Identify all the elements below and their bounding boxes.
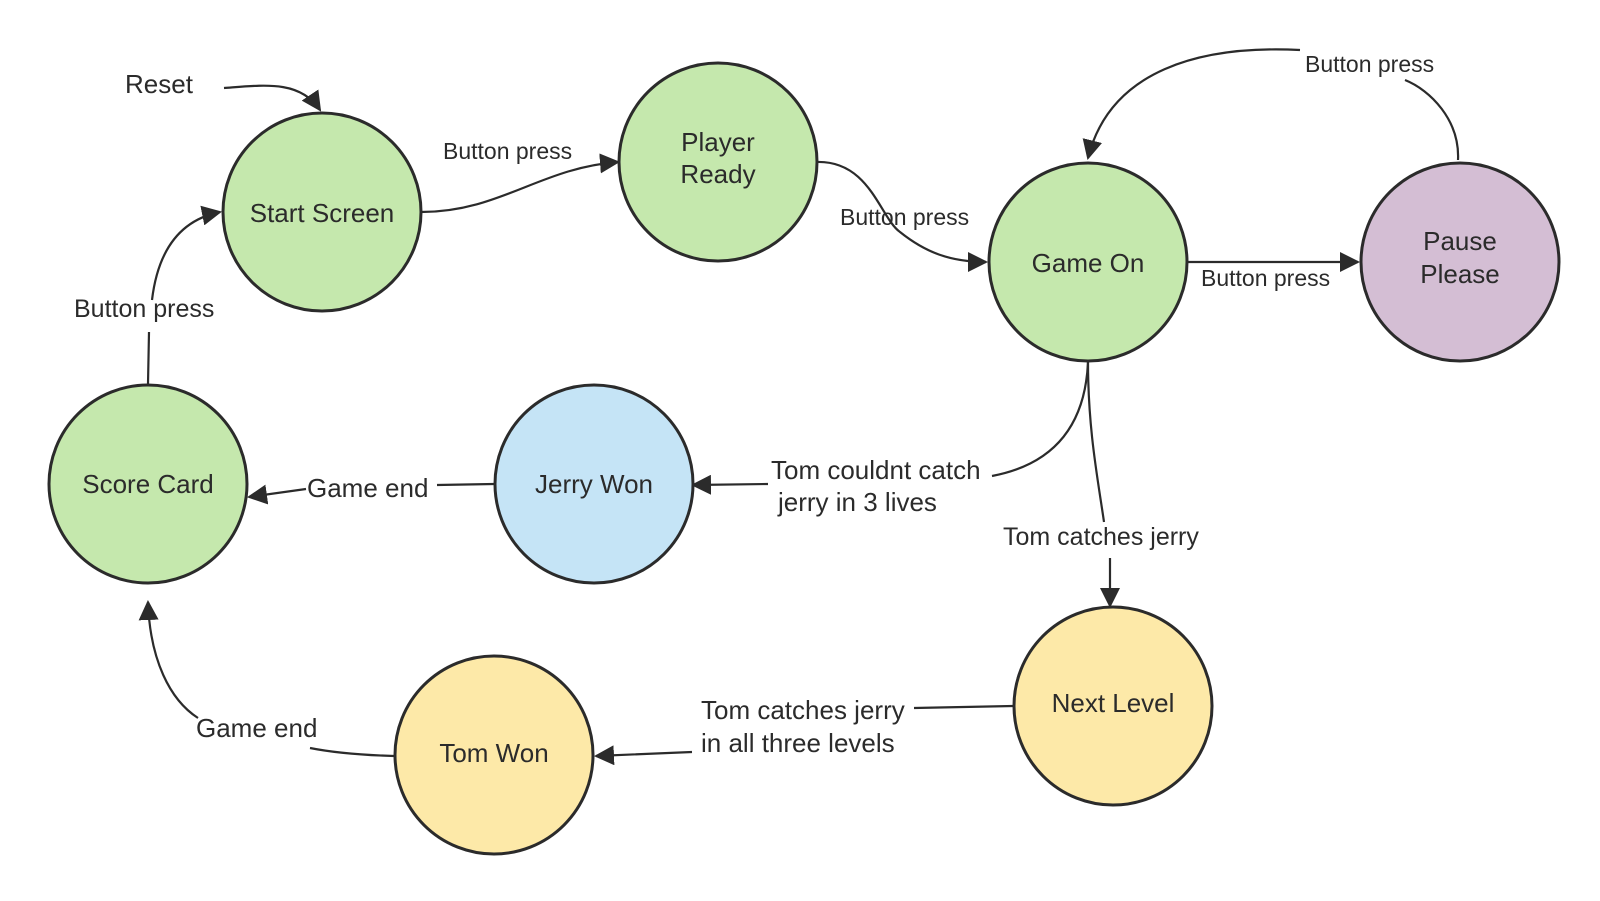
state-tom-won-label: Tom Won [439, 738, 548, 768]
label-next-to-tom-line2: in all three levels [701, 728, 895, 758]
label-game-to-pause: Button press [1201, 265, 1330, 291]
state-jerry-won-circle [493, 383, 695, 585]
state-player-ready: Player Ready [617, 61, 819, 263]
label-score-to-start: Button press [74, 295, 214, 323]
edge-labels: Reset Button press Button press Button p… [74, 51, 1434, 758]
state-next-level-label: Next Level [1052, 688, 1175, 718]
label-next-to-tom-line1: Tom catches jerry [701, 695, 905, 725]
label-start-to-ready: Button press [443, 138, 572, 164]
state-pause-please-circle [1359, 161, 1561, 363]
state-tom-won-circle [393, 654, 595, 856]
state-tom-won: Tom Won [393, 654, 595, 856]
state-score-card-label: Score Card [82, 469, 214, 499]
label-game-to-jerry-line1: Tom couldnt catch [771, 455, 981, 485]
edge-jerry-to-score [249, 484, 495, 497]
state-score-card-circle [47, 383, 249, 585]
edge-score-to-start [146, 212, 220, 385]
edge-next-to-tom [596, 704, 1014, 756]
edge-start-to-ready [420, 153, 620, 214]
edge-ready-to-game [815, 160, 988, 272]
edge-game-to-next [1086, 361, 1110, 606]
state-jerry-won: Jerry Won [493, 383, 695, 585]
state-player-ready-circle [617, 61, 819, 263]
state-game-on: Game On [987, 161, 1189, 363]
state-jerry-won-label: Jerry Won [535, 469, 653, 499]
label-reset: Reset [125, 69, 194, 99]
label-tom-to-score: Game end [196, 713, 317, 743]
state-start-screen: Start Screen [221, 111, 423, 313]
edge-pause-to-game [1088, 48, 1460, 160]
state-player-ready-label-line2: Ready [680, 159, 755, 189]
state-start-screen-circle [221, 111, 423, 313]
label-game-to-jerry-line2: jerry in 3 lives [777, 487, 937, 517]
edge-reset-to-start [223, 84, 322, 112]
state-pause-please-label-line2: Please [1420, 259, 1500, 289]
label-game-to-next: Tom catches jerry [1003, 523, 1199, 551]
state-next-level-circle [1012, 605, 1214, 807]
state-game-on-label: Game On [1032, 248, 1145, 278]
label-jerry-to-score: Game end [307, 473, 428, 503]
label-pause-to-game: Button press [1305, 51, 1434, 77]
state-player-ready-label-line1: Player [681, 127, 755, 157]
edges [146, 48, 1460, 758]
state-score-card: Score Card [47, 383, 249, 585]
state-game-on-circle [987, 161, 1189, 363]
state-next-level: Next Level [1012, 605, 1214, 807]
label-ready-to-game: Button press [840, 204, 969, 230]
state-pause-please-label-line1: Pause [1423, 226, 1497, 256]
state-pause-please: Pause Please [1359, 161, 1561, 363]
state-start-screen-label: Start Screen [250, 198, 395, 228]
edge-game-to-jerry [693, 361, 1090, 485]
edge-tom-to-score [148, 602, 395, 758]
